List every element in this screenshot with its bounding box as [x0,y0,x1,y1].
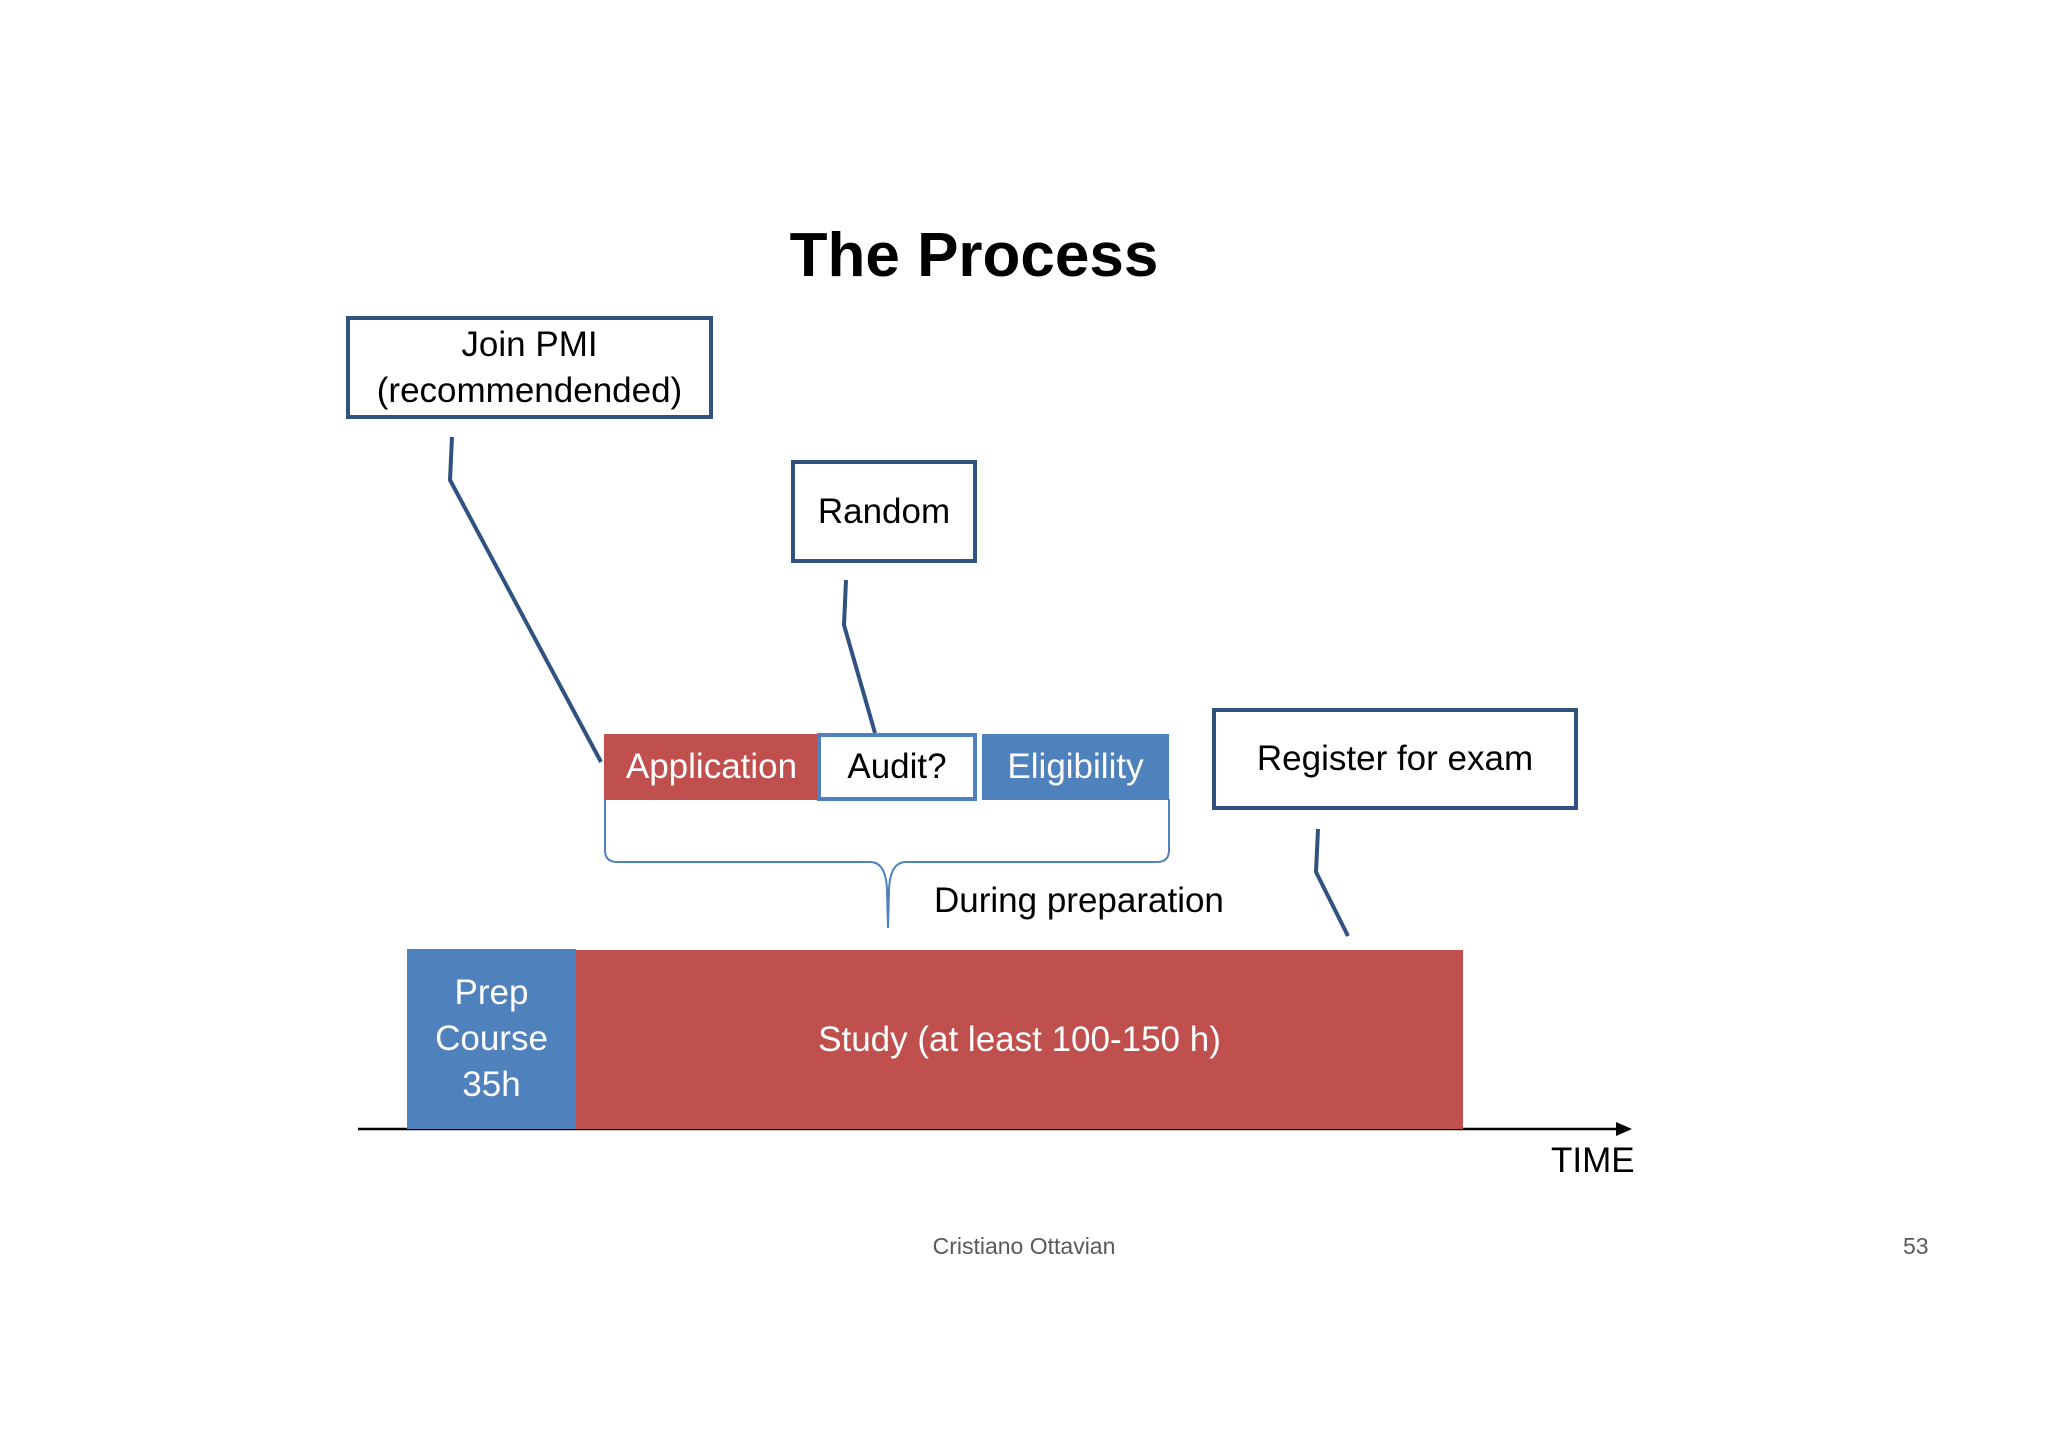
register-callout: Register for exam [1212,708,1578,810]
audit-step: Audit? [817,733,977,801]
time-axis-label: TIME [1551,1141,1635,1180]
join-pmi-pointer [447,436,603,763]
page-number: 53 [1903,1233,1929,1259]
prep-course-line3: 35h [462,1065,521,1104]
brace-label: During preparation [934,881,1224,920]
random-pointer [841,579,877,734]
register-pointer [1313,828,1350,937]
time-axis-arrowhead [1616,1122,1632,1136]
prep-course-line1: Prep [454,973,529,1012]
prep-course-line2: Course [435,1019,548,1058]
prep-course-bar: Prep Course 35h [407,949,576,1129]
footer-author: Cristiano Ottavian [932,1232,1116,1259]
application-step: Application [604,734,819,800]
random-callout: Random [791,460,977,563]
eligibility-step: Eligibility [982,734,1169,800]
join-pmi-line1: Join PMI [461,324,598,364]
preparation-brace [604,799,1170,929]
study-bar: Study (at least 100-150 h) [576,950,1463,1129]
slide-title: The Process [789,220,1159,290]
join-pmi-callout: Join PMI (recommendended) [346,316,713,419]
join-pmi-line2: (recommendended) [376,370,683,410]
